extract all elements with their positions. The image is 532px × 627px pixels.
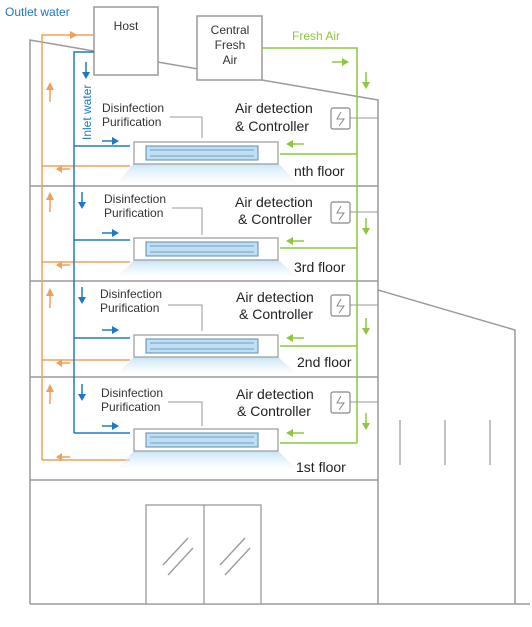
floor-name: 1st floor <box>296 459 346 475</box>
central-fresh-air-line-3: Air <box>223 53 238 67</box>
outlet-water-label: Outlet water <box>5 5 70 19</box>
controller-icon <box>330 107 351 130</box>
floor-name: 2nd floor <box>297 354 352 370</box>
controller-label-line-1: Air detection <box>236 386 314 402</box>
host-box <box>93 6 159 76</box>
controller-label-line-1: Air detection <box>236 289 314 305</box>
unit-label-line-1: Disinfection <box>100 287 162 301</box>
fresh-air-arrows <box>286 58 370 437</box>
entrance-doors <box>145 504 262 605</box>
annex-window-marks <box>399 420 491 465</box>
controller-label-line-1: Air detection <box>235 194 313 210</box>
unit-label-line-2: Purification <box>104 206 163 220</box>
unit-label-line-2: Purification <box>100 301 159 315</box>
fresh-air-label: Fresh Air <box>292 29 340 43</box>
inlet-arrows <box>78 62 119 430</box>
unit-label-line-1: Disinfection <box>104 192 166 206</box>
controller-icon <box>330 391 351 414</box>
label-leaders <box>168 116 203 426</box>
outlet-water-pipes <box>41 34 130 461</box>
inlet-water-pipes <box>73 51 130 434</box>
controller-icon <box>330 201 351 224</box>
floor-name: 3rd floor <box>294 259 346 275</box>
controller-connectors <box>350 117 378 403</box>
central-fresh-air-line-2: Fresh <box>215 38 246 52</box>
floor-name: nth floor <box>294 163 345 179</box>
controller-device-icons <box>330 107 351 414</box>
controller-label-line-2: & Controller <box>235 118 309 134</box>
unit-label-line-2: Purification <box>102 115 161 129</box>
controller-label-line-2: & Controller <box>239 306 313 322</box>
outlet-arrows <box>46 31 78 461</box>
floor-units <box>118 141 296 468</box>
controller-icon <box>330 294 351 317</box>
unit-label-line-2: Purification <box>101 400 160 414</box>
controller-label-line-2: & Controller <box>238 211 312 227</box>
controller-label-line-1: Air detection <box>235 100 313 116</box>
central-fresh-air-line-1: Central <box>211 23 250 37</box>
inlet-water-label: Inlet water <box>80 85 94 140</box>
fresh-air-pipes <box>262 47 358 444</box>
controller-label-line-2: & Controller <box>237 403 311 419</box>
host-label: Host <box>114 19 139 33</box>
unit-label-line-1: Disinfection <box>101 386 163 400</box>
unit-label-line-1: Disinfection <box>102 101 164 115</box>
